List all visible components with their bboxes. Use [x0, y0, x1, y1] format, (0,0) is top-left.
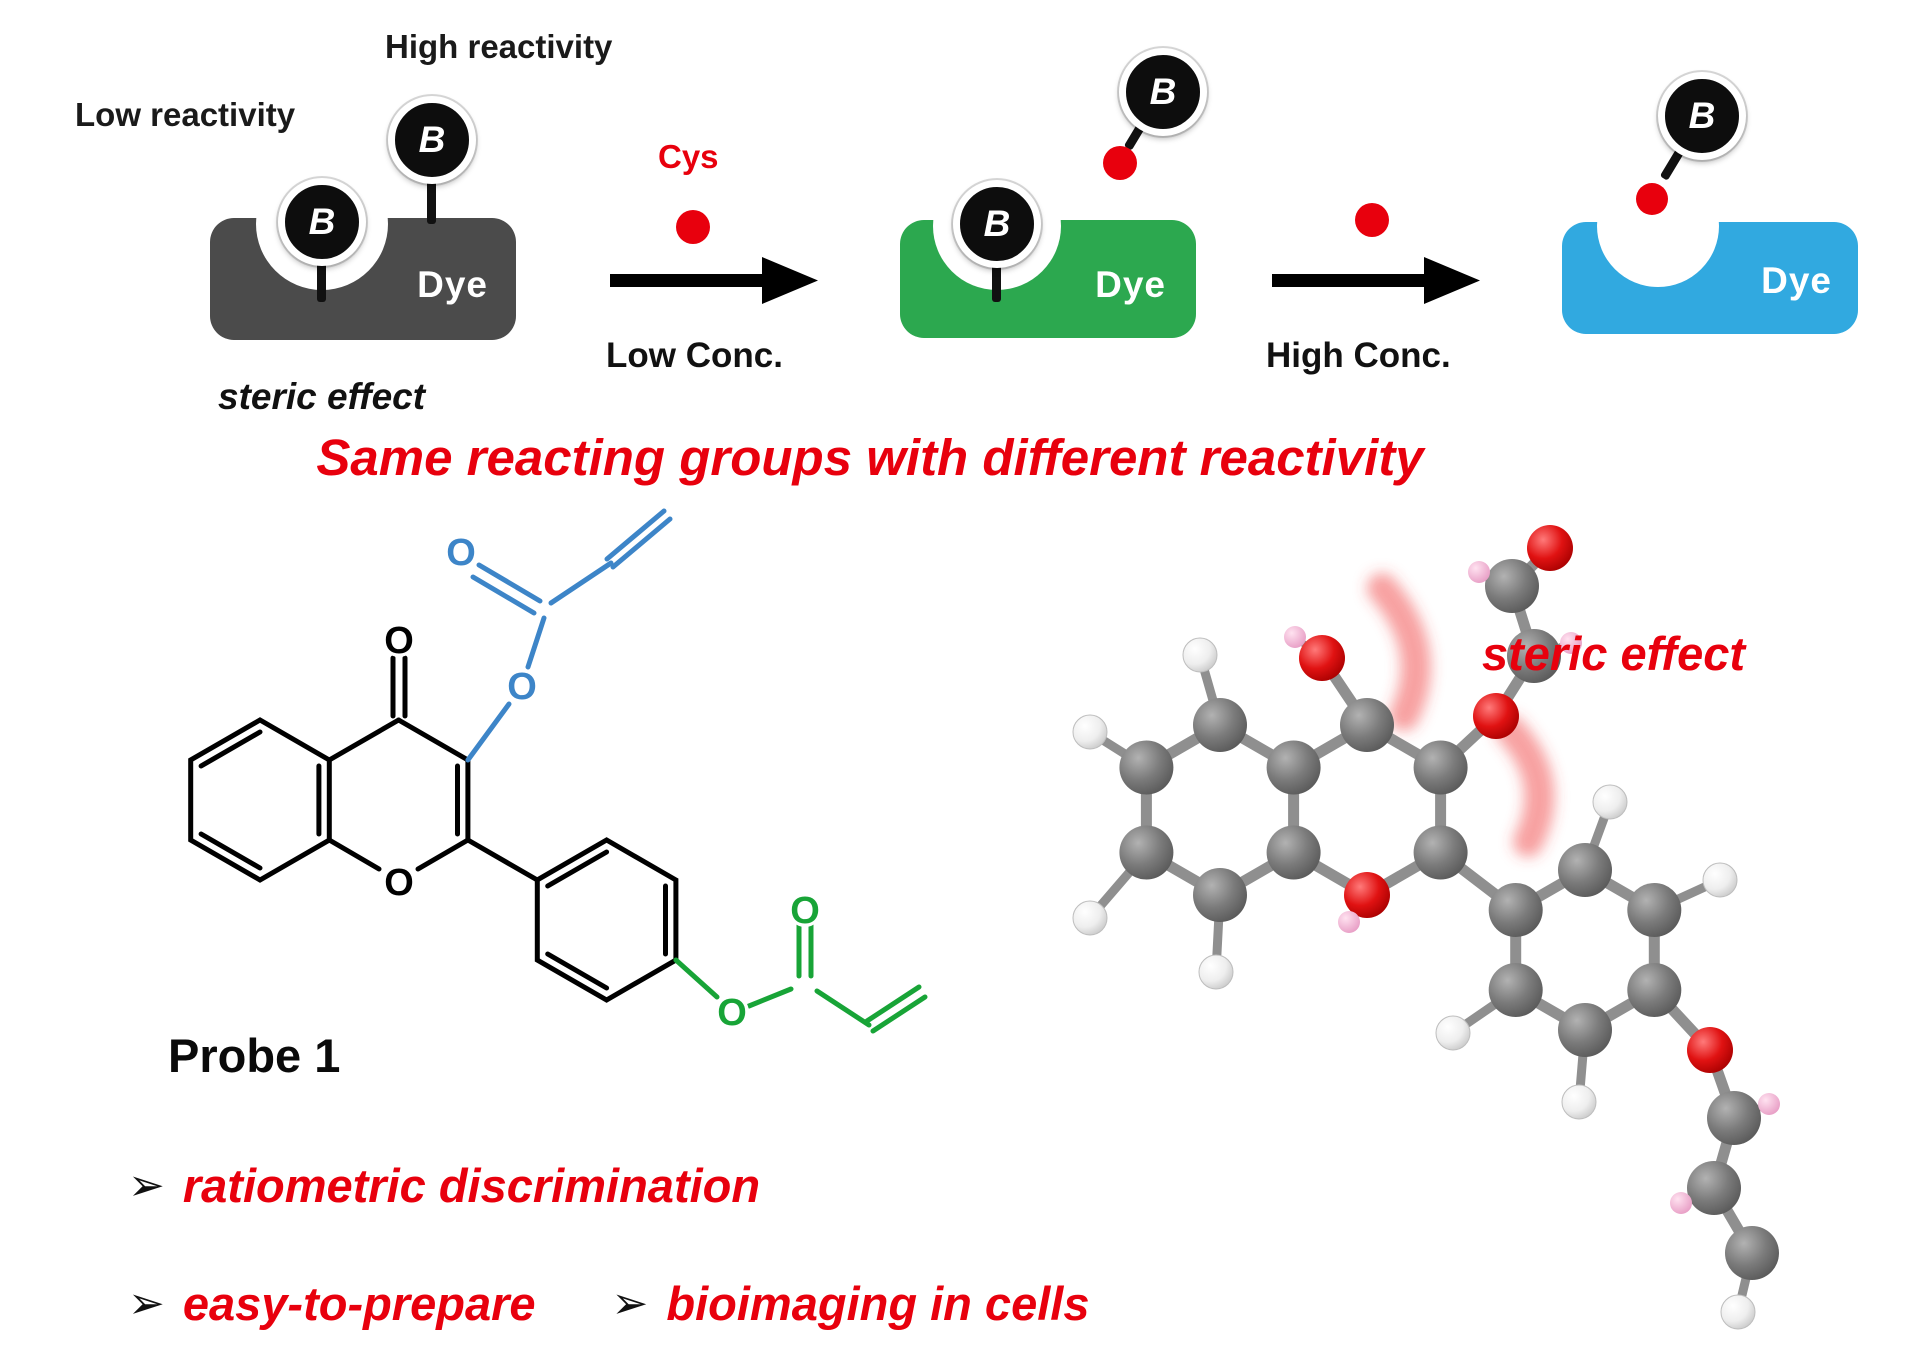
cys-dot [676, 210, 710, 244]
oxygen-label: O [507, 666, 537, 708]
oxygen-labels: O O O O O O [384, 532, 820, 1034]
boron-group-attached: B [953, 180, 1041, 268]
b-stick [317, 258, 326, 302]
steric-effect-3d-label: steric effect [1482, 627, 1745, 680]
bottom-acrylate-group [673, 921, 928, 1034]
oxygen-label: O [446, 532, 476, 574]
reaction-arrow-2 [1272, 257, 1480, 304]
probe-name-label: Probe 1 [168, 1029, 341, 1082]
b-letter: B [308, 201, 336, 242]
oxygen-label: O [384, 620, 414, 662]
b-letter: B [1688, 95, 1716, 136]
steric-effect-scheme-label: steric effect [218, 376, 426, 417]
thiol-dot [1355, 203, 1389, 237]
oxygen-atoms [1299, 525, 1733, 1073]
b-letter: B [983, 203, 1011, 244]
b-stick [992, 260, 1001, 302]
boron-group-low: B [278, 178, 366, 266]
molecule-3d-model [1072, 525, 1780, 1330]
hydrogen-atoms [1072, 637, 1756, 1330]
green-dye-box: Dye [900, 220, 1196, 338]
steric-strain-arcs [1367, 573, 1555, 857]
top-acrylate-group [465, 508, 673, 763]
b-letter: B [418, 119, 446, 160]
carbon-atoms [1119, 559, 1779, 1280]
bullet-row-2: ➢ easy-to-prepare ➢ bioimaging in cells [128, 1276, 1089, 1331]
arrow-bullet-icon: ➢ [128, 1161, 165, 1210]
bullet-sub-group: ➢ bioimaging in cells [612, 1276, 1090, 1331]
cys-label: Cys [658, 138, 719, 175]
thiol-dot [1636, 183, 1668, 215]
dye-label: Dye [1095, 264, 1166, 305]
chromone-skeleton [188, 655, 679, 1003]
bullet-easy-to-prepare: easy-to-prepare [182, 1277, 536, 1330]
low-conc-label: Low Conc. [606, 336, 783, 375]
boron-group-released: B [1658, 72, 1746, 160]
dye-label: Dye [1761, 260, 1832, 301]
oxygen-label: O [790, 890, 820, 932]
polar-hydrogen-atoms [1284, 561, 1780, 1214]
arrow-bullet-icon: ➢ [128, 1279, 165, 1328]
low-reactivity-label: Low reactivity [75, 96, 296, 133]
reaction-arrow-1 [610, 257, 818, 304]
headline: Same reacting groups with different reac… [316, 429, 1424, 486]
boron-group-high: B [388, 96, 476, 184]
high-conc-label: High Conc. [1266, 336, 1451, 375]
probe-1-structure: O O O O O O [188, 508, 928, 1034]
bullet-row-1: ➢ ratiometric discrimination [128, 1158, 760, 1213]
arrow-bullet-icon: ➢ [611, 1279, 649, 1328]
oxygen-label: O [717, 992, 747, 1034]
b-letter: B [1149, 71, 1177, 112]
dye-label: Dye [417, 264, 488, 305]
high-reactivity-label: High reactivity [385, 28, 613, 65]
atom-label-backings [382, 535, 822, 1029]
bullet-bioimaging: bioimaging in cells [666, 1277, 1090, 1330]
bullet-ratiometric: ratiometric discrimination [182, 1159, 761, 1212]
oxygen-label: O [384, 862, 414, 904]
thiol-dot [1103, 146, 1137, 180]
boron-group-released: B [1119, 48, 1207, 136]
b-stick [427, 178, 436, 224]
